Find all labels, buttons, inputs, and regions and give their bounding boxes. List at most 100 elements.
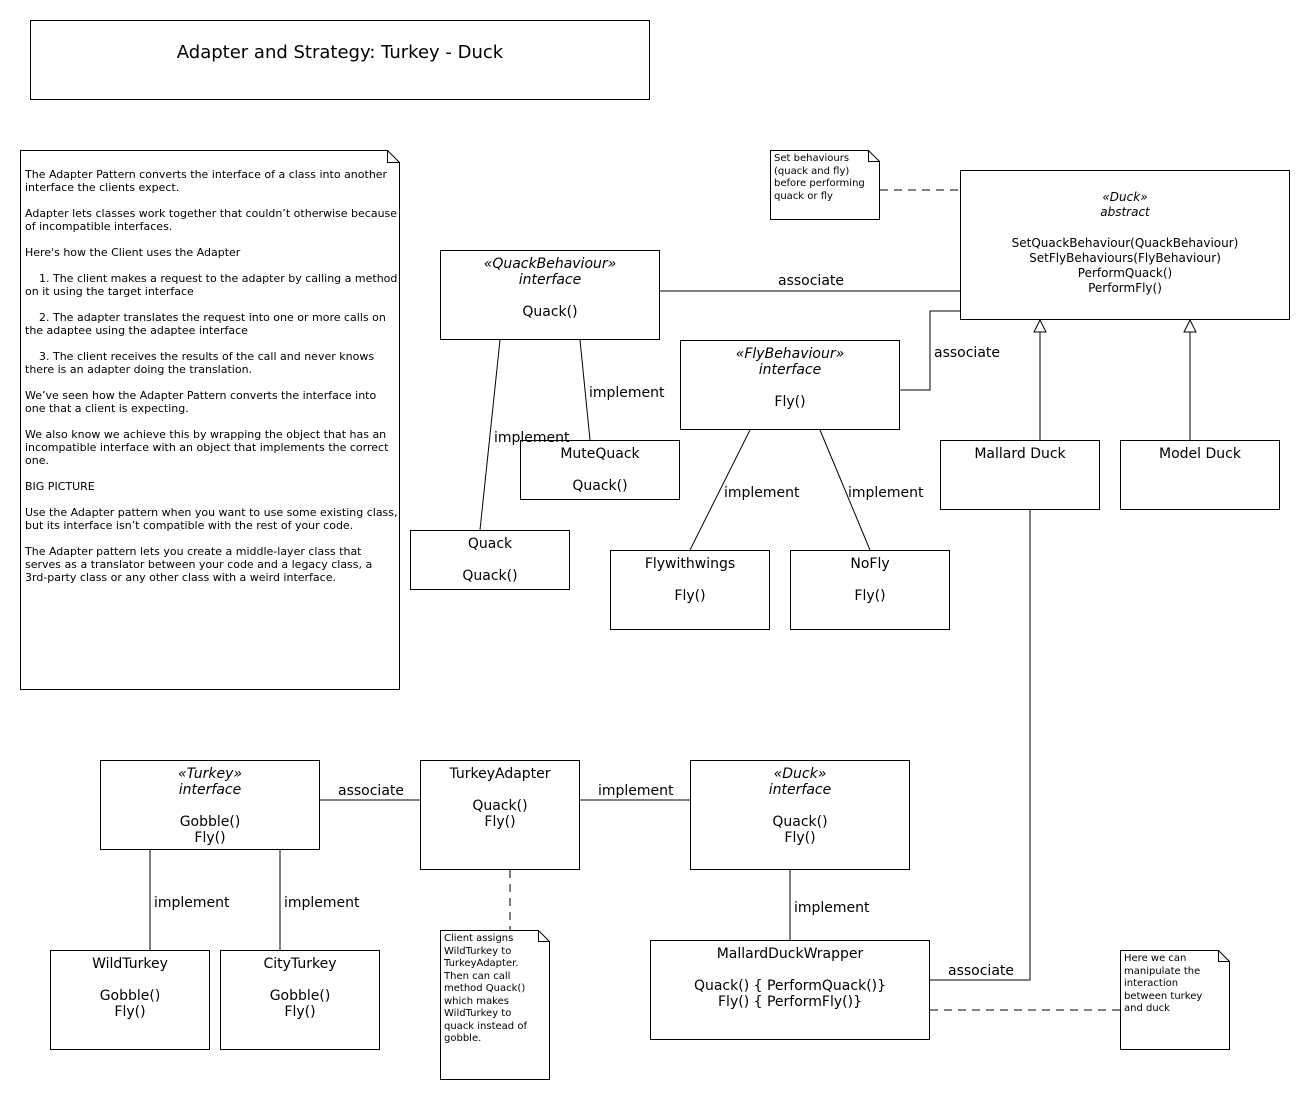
operation: Fly()	[114, 1004, 146, 1020]
class-duck-interface[interactable]: «Duck» interface Quack() Fly()	[690, 760, 910, 870]
relation-label-associate: associate	[338, 783, 405, 799]
stereotype-label: «QuackBehaviour»	[483, 256, 617, 272]
connector-quack-quackbehaviour	[479, 339, 501, 531]
operation: Gobble()	[179, 814, 241, 830]
relation-label-implement: implement	[589, 385, 665, 401]
kind-label: interface	[768, 782, 832, 798]
operation: Gobble()	[99, 988, 161, 1004]
manipulate-interaction-note: Here we can manipulate the interaction b…	[1120, 950, 1230, 1050]
operation: Fly()	[484, 814, 516, 830]
kind-label: abstract	[1100, 205, 1150, 219]
class-wild-turkey[interactable]: WildTurkey Gobble() Fly()	[50, 950, 210, 1050]
connector-nofly-flybehaviour	[819, 429, 871, 551]
connector-flybehaviour-duck	[900, 310, 960, 391]
class-mute-quack[interactable]: MuteQuack Quack()	[520, 440, 680, 500]
note-paragraph: 2. The adapter translates the request in…	[25, 311, 390, 337]
note-text: Set behaviours (quack and fly) before pe…	[774, 153, 865, 202]
client-assigns-note: Client assigns WildTurkey to TurkeyAdapt…	[440, 930, 550, 1080]
note-paragraph: We’ve seen how the Adapter Pattern conve…	[25, 389, 380, 415]
relation-label-implement: implement	[724, 485, 800, 501]
operation: SetFlyBehaviours(FlyBehaviour)	[1029, 251, 1221, 265]
kind-label: interface	[518, 272, 582, 288]
operation: Fly() { PerformFly()}	[718, 994, 862, 1010]
operation: PerformFly()	[1088, 281, 1162, 295]
kind-label: interface	[758, 362, 822, 378]
class-name: CityTurkey	[263, 956, 337, 972]
note-shape	[1120, 950, 1230, 1050]
kind-label: interface	[178, 782, 242, 798]
relation-label-implement: implement	[494, 430, 570, 446]
class-city-turkey[interactable]: CityTurkey Gobble() Fly()	[220, 950, 380, 1050]
operation: Gobble()	[269, 988, 331, 1004]
note-paragraph: Use the Adapter pattern when you want to…	[25, 506, 398, 532]
note-paragraph: We also know we achieve this by wrapping…	[25, 428, 392, 467]
operation: Fly()	[194, 830, 226, 846]
relation-label-implement: implement	[154, 895, 230, 911]
relation-label-implement: implement	[598, 783, 674, 799]
diagram-title: Adapter and Strategy: Turkey - Duck	[176, 42, 504, 63]
class-name: NoFly	[850, 556, 890, 572]
connector-mutequack-quackbehaviour	[579, 339, 591, 441]
note-text: Client assigns WildTurkey to TurkeyAdapt…	[444, 933, 527, 1044]
class-name: Quack	[467, 536, 513, 552]
class-name: TurkeyAdapter	[449, 766, 551, 782]
class-fly-with-wings[interactable]: Flywithwings Fly()	[610, 550, 770, 630]
operation: Quack()	[522, 304, 578, 320]
note-shape	[770, 150, 880, 220]
stereotype-label: «Duck»	[773, 766, 827, 782]
note-paragraph: The Adapter Pattern converts the interfa…	[25, 168, 391, 194]
class-name: WildTurkey	[92, 956, 168, 972]
diagram-title-box: Adapter and Strategy: Turkey - Duck	[30, 20, 650, 100]
class-name: Flywithwings	[644, 556, 736, 572]
class-quack-behaviour[interactable]: «QuackBehaviour» interface Quack()	[440, 250, 660, 340]
class-mallard-duck[interactable]: Mallard Duck	[940, 440, 1100, 510]
note-paragraph: 1. The client makes a request to the ada…	[25, 272, 398, 298]
stereotype-label: «Turkey»	[177, 766, 243, 782]
note-paragraph: Here's how the Client uses the Adapter	[25, 246, 241, 259]
operation: Fly()	[774, 394, 806, 410]
relation-label-associate: associate	[948, 963, 1015, 979]
class-mallard-duck-wrapper[interactable]: MallardDuckWrapper Quack() { PerformQuac…	[650, 940, 930, 1040]
class-turkey-adapter[interactable]: TurkeyAdapter Quack() Fly()	[420, 760, 580, 870]
operation: Quack() { PerformQuack()}	[693, 978, 887, 994]
class-name: MuteQuack	[560, 446, 640, 462]
connector-flywithwings-flybehaviour	[689, 429, 751, 551]
class-turkey-interface[interactable]: «Turkey» interface Gobble() Fly()	[100, 760, 320, 850]
note-shape	[440, 930, 550, 1080]
operation: Fly()	[674, 588, 706, 604]
operation: Quack()	[772, 814, 828, 830]
relation-label-implement: implement	[794, 900, 870, 916]
operation: Quack()	[572, 478, 628, 494]
note-paragraph: Adapter lets classes work together that …	[25, 207, 398, 233]
relation-label-implement: implement	[848, 485, 924, 501]
operation: Fly()	[854, 588, 886, 604]
note-paragraph: The Adapter pattern lets you create a mi…	[25, 545, 376, 584]
class-name: MallardDuckWrapper	[716, 946, 864, 962]
operation: PerformQuack()	[1077, 266, 1173, 280]
note-text: Here we can manipulate the interaction b…	[1124, 953, 1203, 1014]
connector-wrapper-mallard	[930, 510, 1031, 981]
class-model-duck[interactable]: Model Duck	[1120, 440, 1280, 510]
stereotype-label: «FlyBehaviour»	[735, 346, 845, 362]
class-quack[interactable]: Quack Quack()	[410, 530, 570, 590]
class-no-fly[interactable]: NoFly Fly()	[790, 550, 950, 630]
operation: SetQuackBehaviour(QuackBehaviour)	[1011, 236, 1239, 250]
adapter-explanation-note: The Adapter Pattern converts the interfa…	[20, 150, 400, 690]
note-paragraph: BIG PICTURE	[25, 480, 95, 493]
generalization-arrowhead	[1033, 318, 1047, 333]
operation: Fly()	[284, 1004, 316, 1020]
note-paragraph: 3. The client receives the results of th…	[25, 350, 378, 376]
generalization-arrowhead	[1183, 318, 1197, 333]
class-name: Model Duck	[1159, 446, 1241, 462]
operation: Quack()	[462, 568, 518, 584]
class-duck-abstract[interactable]: «Duck» abstract SetQuackBehaviour(QuackB…	[960, 170, 1290, 320]
class-fly-behaviour[interactable]: «FlyBehaviour» interface Fly()	[680, 340, 900, 430]
operation: Quack()	[472, 798, 528, 814]
class-name: Mallard Duck	[974, 446, 1066, 462]
relation-label-associate: associate	[934, 345, 1001, 361]
relation-label-associate: associate	[778, 273, 845, 289]
stereotype-label: «Duck»	[1102, 190, 1148, 204]
set-behaviours-note: Set behaviours (quack and fly) before pe…	[770, 150, 880, 220]
note-shape	[20, 150, 400, 690]
